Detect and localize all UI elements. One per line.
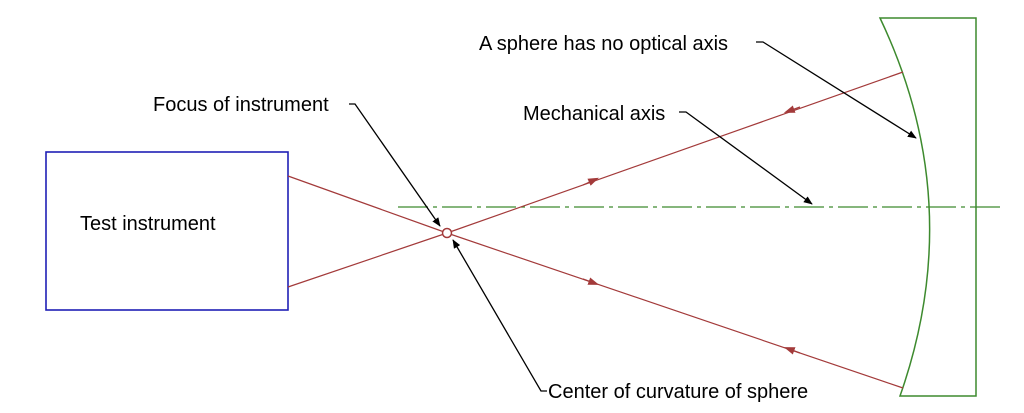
ray-arrow-outgoing-lower: [582, 277, 600, 285]
ray-upper-from-instrument: [287, 175, 448, 234]
sphere-no-optical-axis-label: A sphere has no optical axis: [479, 33, 728, 55]
ray-to-mirror-bottom: [446, 232, 904, 389]
focus-leader-arrow: [349, 103, 441, 227]
ray-arrow-outgoing-upper: [582, 177, 600, 186]
ray-to-mirror-top: [446, 71, 904, 234]
ray-arrow-returning-upper: [783, 105, 801, 113]
ray-lower-from-instrument: [287, 232, 448, 288]
sphere-mirror: [878, 17, 977, 397]
ray-arrow-returning-lower: [783, 347, 801, 355]
test-instrument-box: [45, 151, 289, 311]
center-of-curvature-leader-arrow: [452, 239, 547, 392]
mechanical-axis-leader-arrow: [679, 111, 813, 205]
mechanical-axis-label: Mechanical axis: [523, 103, 665, 125]
test-instrument-label: Test instrument: [80, 213, 216, 235]
sphere-leader-arrow: [756, 41, 917, 139]
focus-point-marker: [441, 227, 453, 239]
center-of-curvature-label: Center of curvature of sphere: [548, 381, 808, 403]
focus-of-instrument-label: Focus of instrument: [153, 94, 329, 116]
